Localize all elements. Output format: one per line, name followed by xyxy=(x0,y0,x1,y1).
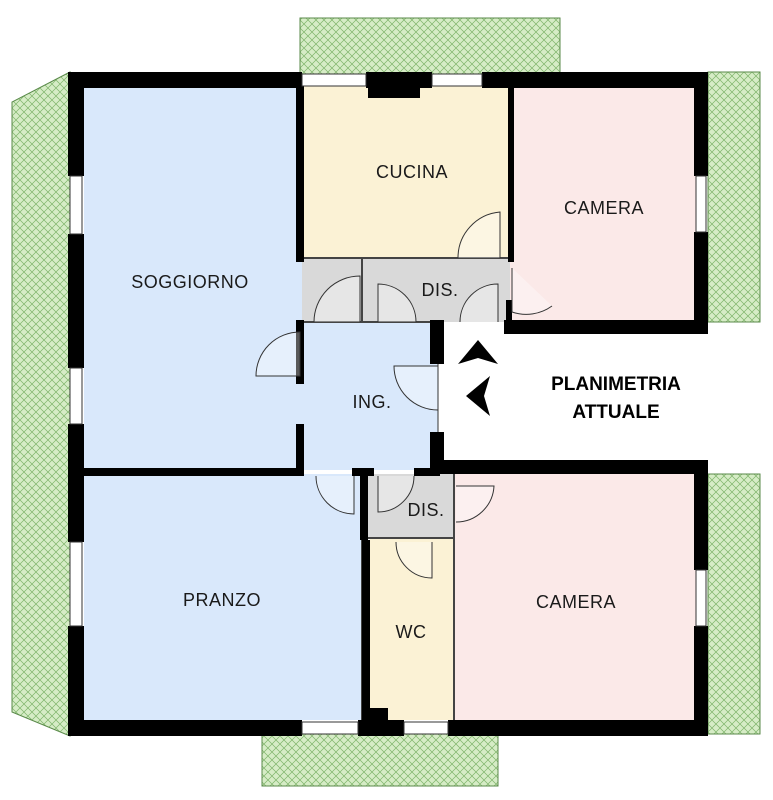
room-dis-top xyxy=(302,258,510,322)
balconies xyxy=(11,17,761,787)
balcony-top xyxy=(299,17,561,75)
title-line-1: PLANIMETRIA xyxy=(551,374,681,395)
room-camera-bottom xyxy=(454,474,696,720)
label-wc: WC xyxy=(396,622,427,642)
room-ingresso xyxy=(302,322,438,470)
label-camera-bottom: CAMERA xyxy=(536,592,616,612)
label-dis-bottom: DIS. xyxy=(407,500,444,520)
entry-arrows xyxy=(458,340,498,416)
label-dis-top: DIS. xyxy=(421,280,458,300)
balcony-left xyxy=(11,71,71,737)
balcony-top-right xyxy=(707,71,761,323)
room-cucina xyxy=(302,86,510,258)
balcony-bottom xyxy=(261,731,499,787)
room-camera-top xyxy=(510,86,696,322)
label-soggiorno: SOGGIORNO xyxy=(131,272,249,292)
doors xyxy=(255,211,553,579)
room-pranzo xyxy=(84,474,362,720)
label-camera-top: CAMERA xyxy=(564,198,644,218)
label-ingresso: ING. xyxy=(352,392,391,412)
label-pranzo: PRANZO xyxy=(183,590,261,610)
room-fills xyxy=(84,86,696,720)
windows xyxy=(69,73,707,735)
balcony-bottom-right xyxy=(707,473,761,735)
arrow-left-icon xyxy=(466,376,490,416)
plan-title: PLANIMETRIA ATTUALE xyxy=(551,374,681,423)
label-cucina: CUCINA xyxy=(376,162,448,182)
arrow-up-icon xyxy=(458,340,498,364)
title-line-2: ATTUALE xyxy=(572,402,659,423)
room-soggiorno xyxy=(84,86,302,470)
room-labels: SOGGIORNO CUCINA CAMERA DIS. ING. PRANZO… xyxy=(131,162,644,642)
room-wc xyxy=(370,538,454,720)
room-dis-bottom xyxy=(362,474,454,538)
